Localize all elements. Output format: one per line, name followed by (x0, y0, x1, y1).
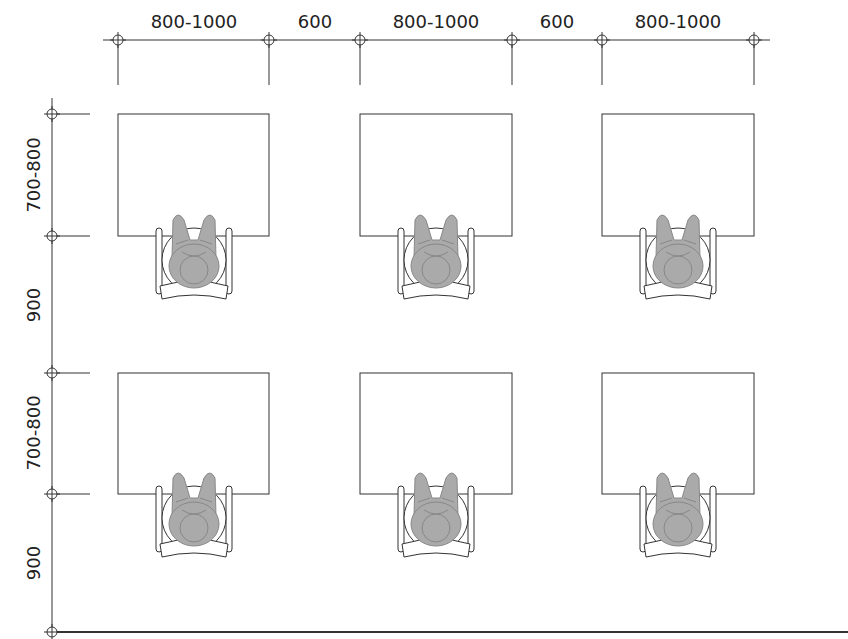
dimension-label: 800-1000 (391, 13, 482, 31)
dimension-label: 600 (296, 13, 334, 31)
dimension-label: 900 (25, 286, 43, 324)
dimension-label: 900 (25, 544, 43, 582)
dimension-label: 700-800 (25, 393, 43, 472)
dimension-label: 700-800 (25, 135, 43, 214)
dimension-label: 600 (538, 13, 576, 31)
dimension-label: 800-1000 (633, 13, 724, 31)
dimension-label: 800-1000 (149, 13, 240, 31)
